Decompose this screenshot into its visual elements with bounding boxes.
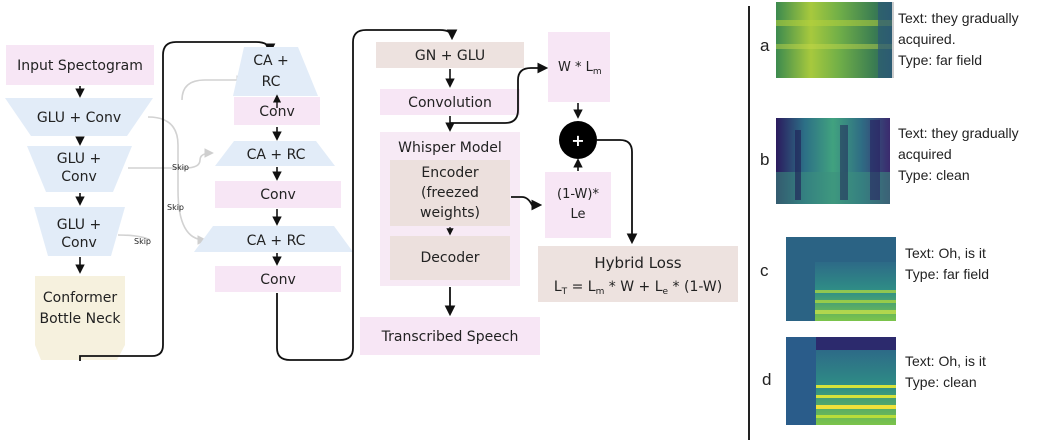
whisper-encoder-label-3: weights) — [420, 205, 480, 221]
connector-to-gn-glu — [276, 29, 458, 361]
caption-a-type: Type: far field — [898, 52, 983, 68]
conv-block-3: Conv — [215, 266, 341, 292]
whisper-decoder-label: Decoder — [421, 250, 480, 266]
plus-circle-icon: + — [559, 121, 597, 159]
glu-conv-label-2b: Conv — [61, 169, 97, 185]
connector-to-decoder — [79, 41, 276, 361]
whisper-model-block: Whisper Model Encoder (freezed weights) … — [380, 132, 520, 286]
convolution-block: Convolution — [380, 89, 520, 115]
ca-rc-label-1a: CA + — [253, 53, 289, 69]
connector-to-weight-top — [450, 62, 549, 124]
caption-d-type: Type: clean — [905, 374, 977, 390]
bottleneck-label-2: Bottle Neck — [40, 311, 122, 327]
whisper-encoder-label-2: (freezed — [421, 185, 479, 201]
glu-conv-label-2a: GLU + — [57, 151, 101, 167]
caption-c-text: Text: Oh, is it — [905, 245, 986, 261]
weight-bottom-box: (1-W)* Le — [545, 172, 611, 238]
connector-to-weight-bottom — [511, 196, 543, 211]
whisper-encoder-box — [390, 160, 510, 226]
hybrid-loss-equation: LT = Lm * W + Le * (1-W) — [554, 279, 722, 297]
panel-letter-c: c — [760, 261, 769, 280]
spectrogram-caption-d: Text: Oh, is it Type: clean — [905, 351, 986, 393]
panel-letter-a: a — [760, 36, 770, 55]
connector-to-hybrid-loss — [597, 139, 638, 245]
whisper-decoder-box — [390, 236, 510, 280]
caption-b-text: Text: they gradually — [898, 125, 1019, 141]
ca-rc-block-2: CA + RC — [215, 141, 335, 166]
whisper-encoder-label-1: Encoder — [421, 165, 478, 181]
spectrogram-caption-b: Text: they gradually acquired Type: clea… — [898, 123, 1019, 186]
hybrid-loss-title: Hybrid Loss — [594, 254, 681, 272]
convolution-label: Convolution — [408, 95, 492, 111]
glu-conv-block-2: GLU + Conv — [27, 146, 132, 192]
caption-b-type: Type: clean — [898, 167, 970, 183]
weight-top-label: W * Lm — [558, 60, 602, 77]
ca-rc-block-1: CA + RC — [233, 47, 318, 96]
glu-conv-label-3a: GLU + — [57, 217, 101, 233]
plus-symbol: + — [571, 131, 584, 150]
conv-label-2: Conv — [260, 187, 296, 203]
panel-letter-b: b — [760, 150, 770, 169]
transcribed-speech-block: Transcribed Speech — [360, 317, 540, 355]
caption-a-text-2: acquired. — [898, 31, 956, 47]
glu-conv-block-3: GLU + Conv — [34, 207, 125, 256]
ca-rc-label-1b: RC — [262, 74, 281, 90]
gn-glu-label: GN + GLU — [415, 48, 485, 64]
conformer-bottleneck-block: Conformer Bottle Neck — [35, 276, 125, 360]
skip-label-1: Skip — [172, 163, 189, 172]
spectrogram-image-d — [786, 337, 896, 425]
weight-bottom-label-1: (1-W)* — [557, 187, 599, 202]
input-spectogram-label: Input Spectogram — [17, 58, 143, 74]
skip-label-2: Skip — [167, 203, 184, 212]
conv-label-1: Conv — [259, 104, 295, 120]
input-spectogram-box: Input Spectogram — [6, 45, 154, 85]
spectrogram-caption-a: Text: they gradually acquired. Type: far… — [898, 8, 1019, 71]
weight-top-box: W * Lm — [548, 32, 610, 102]
transcribed-speech-label: Transcribed Speech — [381, 329, 519, 345]
weight-bottom-label-2: Le — [570, 207, 585, 222]
hybrid-loss-block: Hybrid Loss LT = Lm * W + Le * (1-W) — [538, 246, 738, 302]
caption-c-type: Type: far field — [905, 266, 990, 282]
ca-rc-block-3: CA + RC — [194, 226, 353, 252]
caption-d-text: Text: Oh, is it — [905, 353, 986, 369]
skip-label-3: Skip — [134, 237, 151, 246]
spectrogram-image-b — [776, 118, 890, 204]
conv-block-2: Conv — [215, 181, 341, 208]
spectrogram-caption-c: Text: Oh, is it Type: far field — [905, 243, 989, 285]
skip-connections — [117, 75, 246, 245]
caption-a-text: Text: they gradually — [898, 10, 1019, 26]
glu-conv-block-1: GLU + Conv — [5, 98, 153, 136]
ca-rc-label-3: CA + RC — [247, 233, 306, 249]
ca-rc-label-2: CA + RC — [247, 147, 306, 163]
bottleneck-label-1: Conformer — [43, 290, 117, 306]
glu-conv-label-3b: Conv — [61, 235, 97, 251]
glu-conv-label-1: GLU + Conv — [37, 110, 121, 126]
spectrogram-image-c — [786, 237, 896, 321]
caption-b-text-2: acquired — [898, 146, 952, 162]
whisper-title: Whisper Model — [398, 140, 502, 156]
panel-letter-d: d — [762, 370, 772, 389]
gn-glu-block: GN + GLU — [376, 42, 524, 68]
conv-label-3: Conv — [260, 272, 296, 288]
spectrogram-image-a — [776, 2, 894, 78]
